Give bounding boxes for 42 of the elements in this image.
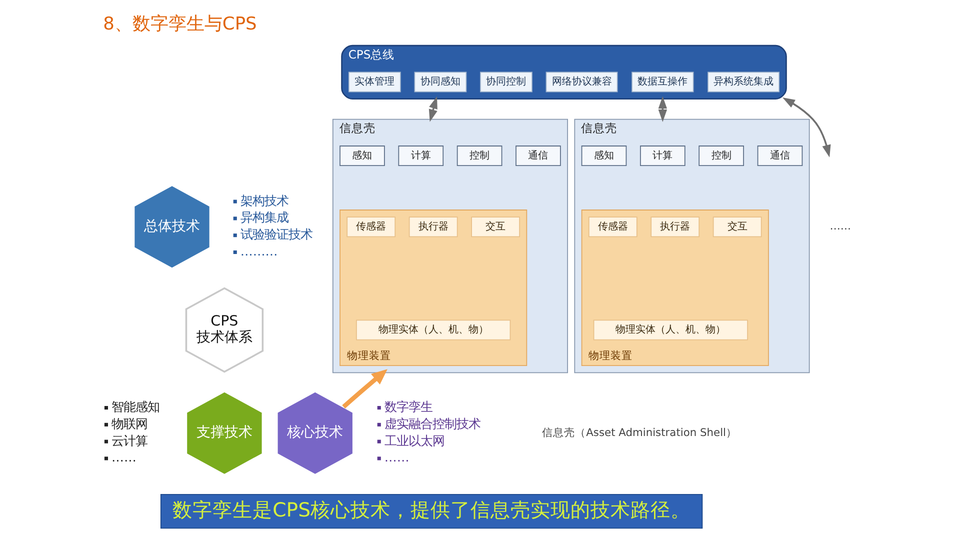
node-box: 协同控制 (480, 72, 532, 92)
node-label: 智能感知 (112, 399, 160, 414)
node-label: 试验验证技术 (240, 226, 312, 242)
node-box: 交互 (471, 216, 520, 238)
node-box: 计算 (640, 146, 686, 166)
node-box: 感知 (340, 146, 385, 166)
node-box: 通信 (757, 146, 803, 166)
node-label: …… (384, 450, 410, 465)
node-box: 控制 (698, 146, 744, 166)
node-box: 传感器 (346, 216, 396, 238)
arrow (428, 96, 438, 122)
node-box: 物理实体（人、机、物） (593, 320, 748, 340)
arrow (782, 98, 831, 158)
node-box: 传感器 (588, 216, 638, 238)
arrow (658, 96, 668, 122)
node-box: 网络协议兼容 (546, 72, 618, 92)
node-box: 异构系统集成 (708, 72, 780, 92)
node-label: …… (112, 450, 136, 465)
arrow (342, 369, 388, 408)
node-box: 执行器 (408, 216, 458, 238)
node-label: ……… (240, 244, 278, 259)
node-box: 通信 (516, 146, 561, 166)
node-box: 感知 (581, 146, 627, 166)
node-box: 交互 (712, 216, 762, 238)
node-box: 控制 (456, 146, 502, 166)
label: …… (830, 220, 852, 233)
caption: 数字孪生是CPS核心技术，提供了信息壳实现的技术路径。 (172, 498, 690, 522)
label: 信息壳（Asset Administration Shell） (542, 426, 737, 439)
node-box: 实体管理 (348, 72, 401, 92)
node-label: 数字孪生 (384, 399, 432, 414)
node-label: 云计算 (112, 432, 148, 448)
node-label: 架构技术 (240, 192, 288, 208)
node-box: 计算 (398, 146, 444, 166)
node-box: 数据互操作 (632, 72, 694, 92)
node-box: 协同感知 (414, 72, 467, 92)
diagram-title: 8、数字孪生与CPS (103, 14, 257, 35)
node-label: 工业以太网 (384, 432, 444, 448)
node-label: 物联网 (112, 416, 148, 431)
node-label: 虚实融合控制技术 (384, 416, 480, 431)
node-box: 物理实体（人、机、物） (356, 320, 511, 340)
node-label: 异构集成 (240, 210, 288, 225)
node-box: 执行器 (650, 216, 700, 238)
